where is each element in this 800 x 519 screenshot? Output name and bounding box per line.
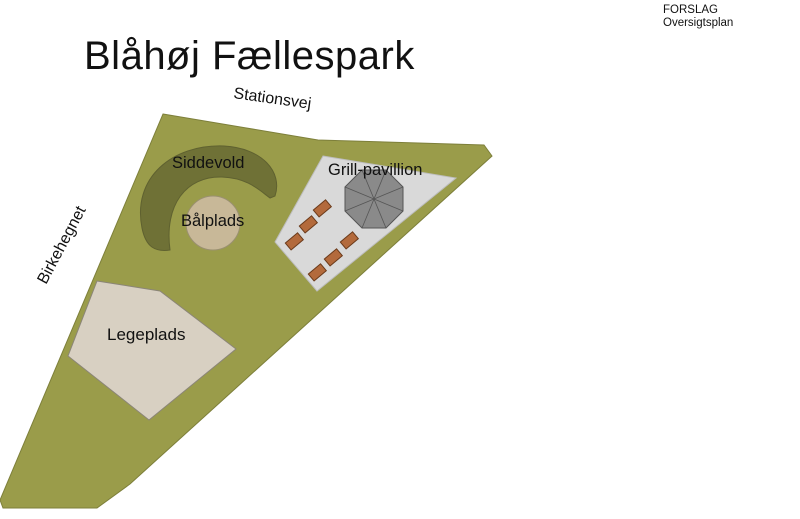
legeplads-label: Legeplads xyxy=(107,325,185,344)
siddevold-label: Siddevold xyxy=(172,154,244,172)
legeplads-area xyxy=(67,280,237,421)
road-label-stationsvej: Stationsvej xyxy=(232,85,312,113)
balplads-label: Bålplads xyxy=(181,212,244,230)
road-label-birkehegnet: Birkehegnet xyxy=(35,203,90,287)
grill-pavillion-label: Grill-pavillion xyxy=(328,161,422,179)
stamp-subtitle: Oversigtsplan xyxy=(663,17,734,29)
octagon-roof-icon xyxy=(344,169,404,229)
map-title: Blåhøj Fællespark xyxy=(84,34,415,78)
balplads-fire-pit xyxy=(185,195,241,251)
picnic-bench-icon xyxy=(284,199,360,282)
plan-stamp: FORSLAG Oversigtsplan xyxy=(663,4,733,30)
stamp-status: FORSLAG xyxy=(663,4,718,16)
siddevold-mound xyxy=(140,145,278,251)
